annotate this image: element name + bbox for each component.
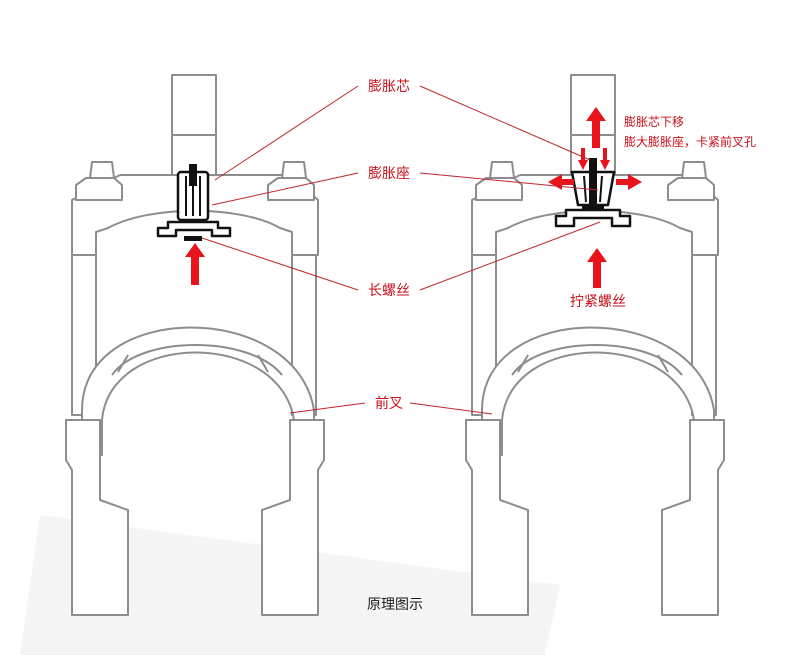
- leader-lines: [201, 85, 601, 415]
- right-expander-mechanism: [554, 158, 632, 228]
- right-push-arrow: [587, 248, 607, 288]
- expansion-core-label: 膨胀芯: [368, 78, 410, 95]
- left-expander-mechanism: [156, 164, 232, 241]
- core-down-arrow-left: [578, 148, 588, 170]
- expansion-seat-label: 膨胀座: [368, 165, 410, 182]
- right-fork: [465, 74, 725, 616]
- fork-label: 前叉: [375, 395, 403, 412]
- seat-expands-label: 膨大膨胀座，卡紧前叉孔: [624, 134, 756, 149]
- long-screw-label: 长螺丝: [368, 283, 410, 299]
- left-fork: [65, 74, 325, 616]
- core-down-arrow-right: [600, 148, 610, 170]
- tighten-screw-label: 拧紧螺丝: [570, 294, 626, 310]
- expand-left-arrow: [548, 174, 574, 190]
- left-push-arrow: [185, 243, 205, 285]
- core-up-arrow: [586, 107, 606, 148]
- diagram-caption: 原理图示: [367, 597, 423, 613]
- expand-right-arrow: [616, 174, 642, 190]
- core-moves-down-label: 膨胀芯下移: [624, 115, 684, 129]
